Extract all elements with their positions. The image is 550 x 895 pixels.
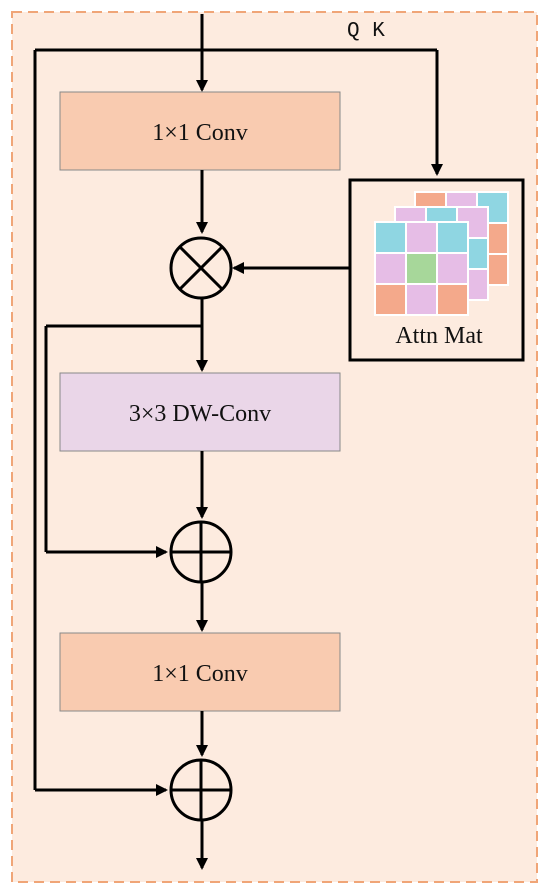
attn-cell [436, 221, 469, 254]
conv2-label: 1×1 Conv [152, 661, 248, 687]
attn-cell [405, 252, 438, 285]
multiply-cross-b [178, 245, 224, 291]
attn-cell [436, 283, 469, 316]
conv2-block [59, 632, 341, 712]
conv1-label: 1×1 Conv [152, 120, 248, 146]
dwconv-block [59, 372, 341, 452]
multiply-operator [169, 236, 233, 300]
add-operator-2 [169, 758, 233, 822]
conv1-block [59, 91, 341, 171]
attn-label-bg [370, 318, 510, 352]
attn-cell [405, 221, 438, 254]
add-operator-1 [169, 520, 233, 584]
attn-cell [374, 283, 407, 316]
dwconv-label: 3×3 DW-Conv [129, 401, 271, 427]
qk-label: Q K [347, 20, 385, 43]
attn-matrix-stack [374, 191, 509, 316]
attn-cell [436, 252, 469, 285]
attn-cell [405, 283, 438, 316]
attn-label: Attn Mat [395, 323, 483, 349]
attn-cell [374, 221, 407, 254]
attn-cell [374, 252, 407, 285]
